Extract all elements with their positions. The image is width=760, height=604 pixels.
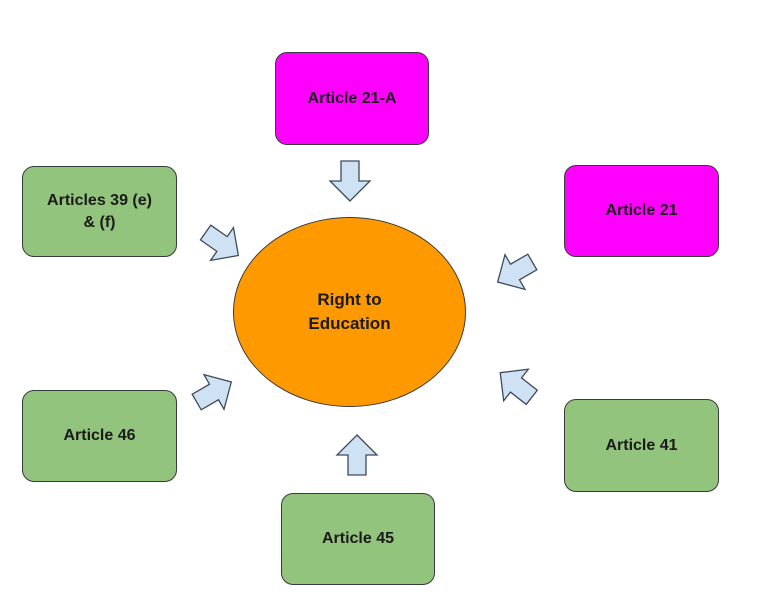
node-article-45: Article 45 <box>281 493 435 585</box>
node-article-41: Article 41 <box>564 399 719 492</box>
node-articles-39-label: Articles 39 (e) & (f) <box>47 191 152 231</box>
node-article-21a: Article 21-A <box>275 52 429 145</box>
arrow-from-article-45 <box>335 434 379 476</box>
arrow-from-article-21 <box>496 252 538 291</box>
node-article-46-label: Article 46 <box>63 427 136 445</box>
node-article-21: Article 21 <box>564 165 719 257</box>
center-node-label: Right to Education <box>308 290 391 333</box>
node-article-41-label: Article 41 <box>605 436 678 454</box>
arrow-from-article-41 <box>499 368 539 406</box>
center-node-right-to-education: Right to Education <box>233 217 466 407</box>
node-article-21-label: Article 21 <box>605 202 678 220</box>
node-article-45-label: Article 45 <box>321 530 395 548</box>
arrow-from-article-46 <box>191 373 233 412</box>
node-article-46: Article 46 <box>22 390 177 482</box>
arrow-from-article-21a <box>328 160 372 202</box>
node-articles-39: Articles 39 (e) & (f) <box>22 166 177 257</box>
node-article-21a-label: Article 21-A <box>307 89 397 107</box>
arrow-from-articles-39 <box>199 224 240 262</box>
